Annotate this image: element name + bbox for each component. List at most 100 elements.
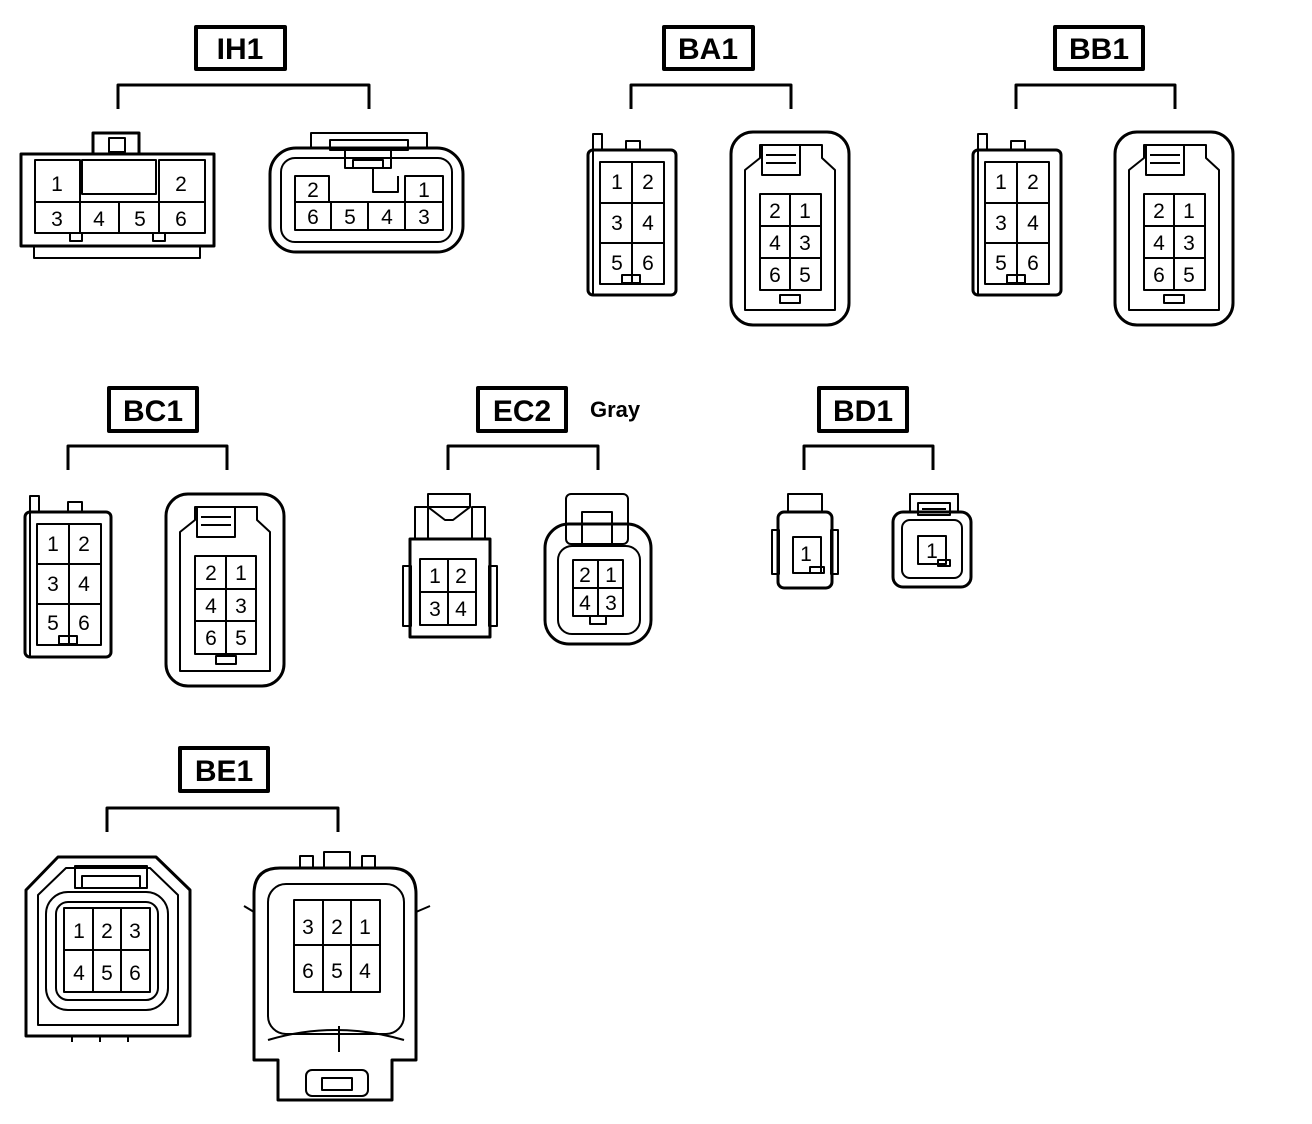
pin-number: 6 [642, 252, 654, 275]
pin-number: 4 [642, 212, 654, 235]
connector-view-left: 1 2 3 4 5 6 [19, 131, 216, 259]
pin-number: 2 [331, 916, 343, 939]
connector-label-box [662, 25, 755, 71]
connector-view-left: 1 2 3 4 5 6 [23, 495, 113, 659]
pin-number: 1 [926, 540, 938, 563]
pin-number: 5 [1183, 264, 1195, 287]
connector-housing [729, 130, 851, 327]
pin-number: 1 [800, 543, 812, 566]
pin-number: 6 [129, 962, 141, 985]
connector-bc1: BC1 1 2 3 4 5 6 [23, 386, 286, 688]
connector-label-box [107, 386, 199, 433]
pair-bracket [1014, 83, 1177, 109]
connector-label: BA1 [678, 33, 738, 66]
pin-number: 6 [769, 264, 781, 287]
connector-housing [543, 522, 653, 646]
connector-ih1: IH1 1 2 3 4 5 6 [19, 25, 465, 259]
connector-view-left: 1 [771, 493, 839, 590]
connector-view-right: 2 1 6 5 4 3 [268, 132, 465, 254]
pin-number: 5 [331, 960, 343, 983]
pair-bracket [116, 83, 371, 109]
connector-housing [252, 866, 418, 1102]
pin-number: 1 [611, 171, 623, 194]
pin-number: 1 [359, 916, 371, 939]
connector-housing [19, 152, 216, 248]
pin-number: 3 [611, 212, 623, 235]
pin-number: 1 [51, 173, 63, 196]
pin-number: 5 [101, 962, 113, 985]
connector-label: IH1 [217, 33, 264, 66]
pin-number: 5 [611, 252, 623, 275]
pin-number: 2 [175, 173, 187, 196]
pair-bracket [629, 83, 793, 109]
connector-housing [24, 855, 192, 1038]
pin-number: 5 [799, 264, 811, 287]
pin-number: 4 [455, 598, 467, 621]
pin-number: 4 [93, 208, 105, 231]
connector-housing [164, 492, 286, 688]
pin-number: 1 [799, 200, 811, 223]
connector-view-right: 2 1 4 3 6 5 [164, 492, 286, 688]
connector-view-right: 3 2 1 6 5 4 [243, 851, 431, 1102]
connector-color-note: Gray [590, 397, 641, 422]
pin-number: 4 [78, 573, 90, 596]
pin-number: 6 [302, 960, 314, 983]
pin-number: 1 [73, 920, 85, 943]
pin-number: 4 [205, 595, 217, 618]
pin-number: 6 [175, 208, 187, 231]
pin-number: 6 [1027, 252, 1039, 275]
pair-bracket [66, 444, 229, 470]
pin-number: 3 [51, 208, 63, 231]
pin-number: 2 [307, 179, 319, 202]
pin-number: 1 [1183, 200, 1195, 223]
pin-number: 4 [1153, 232, 1165, 255]
connector-bd1: BD1 1 1 [771, 386, 973, 590]
connector-housing [891, 510, 973, 589]
pin-number: 6 [78, 612, 90, 635]
pin-number: 3 [799, 232, 811, 255]
connector-label-box [476, 386, 568, 433]
pin-number: 1 [995, 171, 1007, 194]
connector-view-left: 1 2 3 4 [402, 493, 498, 639]
pin-number: 5 [47, 612, 59, 635]
pin-number: 2 [579, 564, 591, 587]
pin-number: 3 [429, 598, 441, 621]
pin-number: 3 [995, 212, 1007, 235]
connector-bb1: BB1 1 2 3 4 5 6 [971, 25, 1235, 327]
connector-label-box [1053, 25, 1145, 71]
connector-be1: BE1 1 2 3 4 5 6 [24, 746, 431, 1102]
pin-number: 4 [579, 592, 591, 615]
connector-view-right: 1 [891, 493, 973, 589]
pin-number: 4 [769, 232, 781, 255]
pin-number: 1 [605, 564, 617, 587]
connector-label: BB1 [1069, 33, 1129, 66]
pair-bracket [446, 444, 600, 470]
pin-number: 1 [47, 533, 59, 556]
pin-number: 4 [359, 960, 371, 983]
connector-label-box [194, 25, 287, 71]
pin-number: 2 [1153, 200, 1165, 223]
connector-view-left: 1 2 3 4 5 6 [971, 133, 1063, 297]
connector-view-right: 2 1 4 3 [543, 493, 653, 646]
pin-number: 2 [769, 200, 781, 223]
pin-number: 1 [235, 562, 247, 585]
connector-view-left: 1 2 3 4 5 6 [586, 133, 678, 297]
connector-label: BD1 [833, 395, 893, 428]
connector-label: EC2 [493, 395, 551, 428]
pin-number: 3 [47, 573, 59, 596]
pin-number: 2 [78, 533, 90, 556]
pin-number: 1 [429, 565, 441, 588]
connector-ba1: BA1 1 2 3 4 5 6 [586, 25, 851, 327]
pin-number: 6 [1153, 264, 1165, 287]
connector-housing [408, 537, 492, 639]
pin-number: 4 [73, 962, 85, 985]
connector-view-right: 2 1 4 3 6 5 [729, 130, 851, 327]
pin-number: 5 [344, 206, 356, 229]
pin-number: 2 [101, 920, 113, 943]
pin-number: 2 [1027, 171, 1039, 194]
pin-number: 5 [235, 627, 247, 650]
pin-number: 3 [605, 592, 617, 615]
connector-label-box [817, 386, 909, 433]
pin-number: 3 [418, 206, 430, 229]
